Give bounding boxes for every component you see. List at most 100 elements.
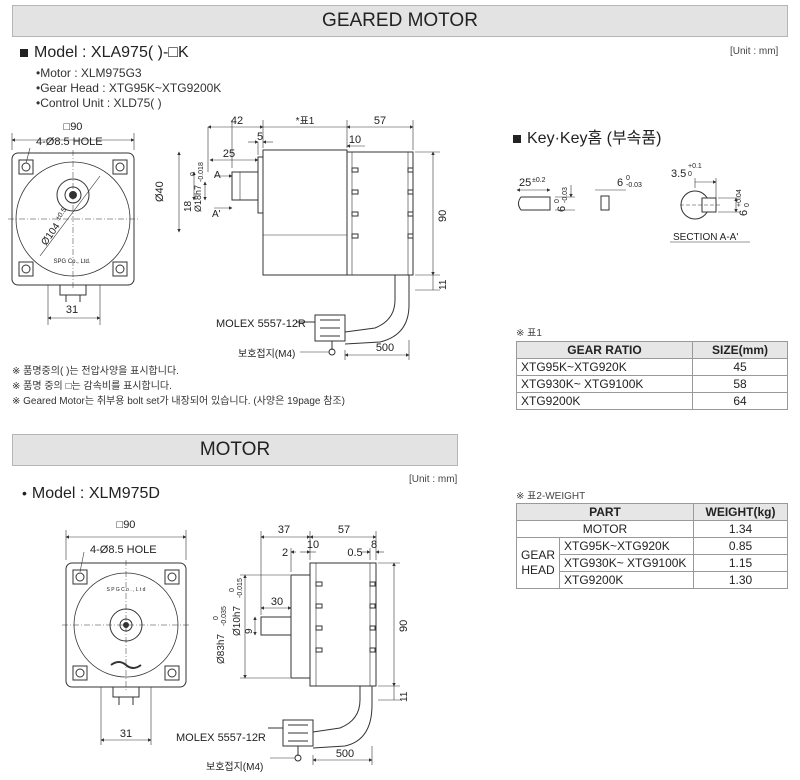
dim-31: 31 <box>66 304 78 316</box>
svg-text:+0.04: +0.04 <box>736 189 743 207</box>
motor-model-title: •Model : XLM975D <box>22 485 160 502</box>
motor-front-view <box>62 530 190 745</box>
table-row: XTG9200K 64 <box>516 392 788 410</box>
geared-unit-label: [Unit : mm] <box>730 46 779 57</box>
spec-motor: •Motor : XLM975G3 <box>36 66 142 80</box>
keyway-depth-tol-l: 0 <box>688 171 692 178</box>
key-width: 6 0 -0.03 <box>554 187 569 212</box>
svg-text:-0.018: -0.018 <box>198 162 205 182</box>
key-section-title: Key·Key홈 (부속품) <box>513 124 661 148</box>
dim-57: 57 <box>374 115 386 127</box>
key-len: 25 <box>519 177 531 189</box>
key-width-2: 6 <box>617 177 623 189</box>
table2-header-weight: WEIGHT(kg) <box>693 503 788 521</box>
motor-dim-11: 11 <box>399 691 410 702</box>
table1-header-size: SIZE(mm) <box>692 341 788 359</box>
dim-42: 42 <box>231 115 243 127</box>
note-bolt-set: ※ Geared Motor는 취부용 bolt set가 내장되어 있습니다.… <box>12 396 345 407</box>
section-mark-a-prime: A' <box>212 209 221 220</box>
key-width-2-tol-u: 0 <box>626 175 630 182</box>
svg-text:Ø10h7: Ø10h7 <box>232 606 243 636</box>
svg-text:-0.035: -0.035 <box>221 606 228 626</box>
motor-dim-0-5: 0.5 <box>347 547 362 559</box>
section-label: SECTION A-A' <box>673 232 738 243</box>
dim-90: 90 <box>437 210 449 222</box>
keyway-depth: 3.5 <box>671 168 686 180</box>
note-ratio: ※ 품명 중의 □는 감속비를 표시합니다. <box>12 381 172 392</box>
bullet-square-icon <box>20 48 28 57</box>
motor-dim-8: 8 <box>371 539 377 551</box>
motor-molex-label: MOLEX 5557-12R <box>176 732 266 744</box>
geared-model-title: Model : XLA975( )-□K <box>20 44 189 62</box>
dim-5: 5 <box>257 131 263 143</box>
spec-gear-head: •Gear Head : XTG95K~XTG9200K <box>36 81 222 95</box>
motor-dim-30: 30 <box>271 596 283 608</box>
dim-25: 25 <box>223 148 235 160</box>
mounting-hole-icon <box>72 569 180 681</box>
table-row: XTG930K~ XTG9100K 1.15 <box>517 554 788 572</box>
svg-text:Ø83h7: Ø83h7 <box>216 634 227 664</box>
motor-ground-label: 보호접지(M4) <box>206 761 263 773</box>
maker-label: SPG Co., Ltd. <box>53 259 90 265</box>
dim-shaft-dia: Ø18h7 0 -0.018 <box>190 162 205 212</box>
svg-text:Ø18h7: Ø18h7 <box>193 185 203 212</box>
motor-dim-holes: 4-Ø8.5 HOLE <box>90 544 157 556</box>
motor-dim-2: 2 <box>282 547 288 559</box>
motor-maker-label: S P G C o . , L t d <box>107 587 146 593</box>
dim-holes: 4-Ø8.5 HOLE <box>36 136 103 148</box>
table2-label: ※ 표2-WEIGHT <box>516 491 586 502</box>
note-voltage: ※ 품명중의( )는 전압사양을 표시합니다. <box>12 366 179 377</box>
svg-text:-0.015: -0.015 <box>237 578 244 598</box>
key-width-2-tol-l: -0.03 <box>626 182 642 189</box>
motor-dim-dia83: Ø83h7 0 -0.035 <box>213 606 228 664</box>
motor-dim-31: 31 <box>120 728 132 740</box>
svg-text:0: 0 <box>229 588 236 592</box>
motor-dim-10: 10 <box>307 539 319 551</box>
dim-10: 10 <box>349 134 361 146</box>
motor-dim-9: 9 <box>244 628 255 634</box>
geared-side-view <box>177 120 440 360</box>
svg-text:-0.03: -0.03 <box>562 187 569 203</box>
mounting-hole-icon <box>18 159 128 277</box>
dim-square-90: □90 <box>64 121 83 133</box>
dim-table-ref: *표1 <box>296 116 315 127</box>
motor-dim-57: 57 <box>338 524 350 536</box>
geared-front-view <box>8 133 138 325</box>
dim-500: 500 <box>376 342 394 354</box>
table2-header-part: PART <box>515 503 695 521</box>
motor-side-view <box>240 531 400 765</box>
motor-dim-dia10: Ø10h7 0 -0.015 <box>229 578 244 636</box>
dim-dia40: Ø40 <box>154 181 166 202</box>
table-row: XTG9200K 1.30 <box>517 571 788 589</box>
motor-unit-label: [Unit : mm] <box>409 474 458 485</box>
keyway-depth-tol-u: +0.1 <box>688 163 702 170</box>
key-drawings <box>516 178 750 243</box>
svg-text:0: 0 <box>190 172 197 176</box>
ground-label: 보호접지(M4) <box>238 348 295 360</box>
svg-text:6: 6 <box>738 210 750 216</box>
motor-dim-square-90: □90 <box>117 519 136 531</box>
spec-control-unit: •Control Unit : XLD75( ) <box>36 96 162 110</box>
table1-header-ratio: GEAR RATIO <box>516 341 693 359</box>
motor-dim-90: 90 <box>398 620 410 632</box>
section-mark-a: A <box>214 170 221 181</box>
molex-connector-label: MOLEX 5557-12R <box>216 318 306 330</box>
dim-18: 18 <box>183 200 194 212</box>
svg-text:0: 0 <box>554 199 561 203</box>
dim-11: 11 <box>438 279 449 290</box>
gear-ratio-table: GEAR RATIO SIZE(mm) XTG95K~XTG920K 45 XT… <box>516 341 788 410</box>
bullet-square-icon <box>513 134 521 143</box>
motor-dim-500: 500 <box>336 748 354 760</box>
geared-motor-banner: GEARED MOTOR <box>12 5 788 37</box>
key-len-tol: ±0.2 <box>532 177 546 184</box>
table1-label: ※ 표1 <box>516 328 542 339</box>
motor-banner: MOTOR <box>12 434 458 466</box>
svg-text:0: 0 <box>213 616 220 620</box>
keyway-width: 6 +0.04 0 <box>736 189 751 216</box>
motor-dim-37: 37 <box>278 524 290 536</box>
svg-text:0: 0 <box>744 203 751 207</box>
